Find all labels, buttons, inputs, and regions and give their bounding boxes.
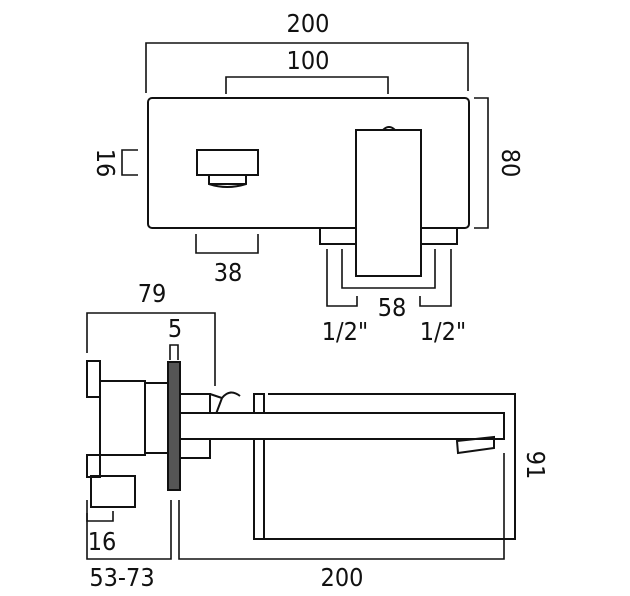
dim-spout-projection: 200	[321, 563, 364, 592]
dim-inlet-right: 1/2"	[420, 317, 467, 346]
dim-spout-centres: 100	[287, 46, 330, 75]
dim-handle-offset: 16	[91, 149, 120, 178]
dim-line-handle-depth	[86, 511, 114, 522]
dim-plate-thickness: 5	[168, 314, 182, 343]
dim-line-body-depth	[86, 312, 216, 386]
spout-arm	[179, 412, 505, 440]
dim-line-wall-depth	[86, 500, 172, 560]
wall-plate	[167, 361, 181, 491]
spout-front	[355, 129, 422, 277]
spout-lever	[209, 391, 241, 415]
dim-line-overall-width	[145, 42, 469, 93]
front-view: 200 100 80 16 38 58 1/2" 1/2"	[91, 9, 525, 346]
dim-line-inlet-left	[326, 249, 358, 307]
handle-nut	[208, 175, 247, 188]
dim-inlet-centres: 58	[378, 293, 407, 322]
dim-body-depth: 79	[138, 279, 167, 308]
valve-flange-bottom	[86, 454, 101, 478]
dim-line-plate-thickness	[169, 344, 179, 360]
spout-profile-frame	[264, 393, 516, 540]
handle-body	[196, 149, 259, 176]
side-view: 79 5 16 53-73 200 91	[86, 279, 550, 592]
valve-sleeve	[144, 382, 169, 454]
dim-line-height	[474, 97, 489, 229]
dim-line-handle-width	[195, 234, 259, 254]
aerator	[455, 435, 495, 455]
dim-line-spout-projection	[178, 453, 505, 560]
valve-body	[99, 380, 146, 456]
dim-spout-height: 91	[521, 451, 550, 480]
spout-rear-strip	[253, 393, 265, 540]
dim-handle-depth: 16	[88, 527, 117, 556]
dim-height: 80	[496, 149, 525, 178]
dim-line-inlet-right	[419, 249, 452, 307]
dim-handle-width: 38	[214, 258, 243, 287]
dim-line-handle-offset	[121, 149, 138, 176]
dim-wall-depth: 53-73	[89, 563, 154, 592]
handle-cartridge	[90, 475, 136, 508]
valve-flange-top	[86, 360, 101, 398]
dim-inlet-left: 1/2"	[322, 317, 369, 346]
dim-line-spout-centres	[225, 76, 389, 94]
dim-overall-width: 200	[287, 9, 330, 38]
wall-plate-outline	[147, 97, 470, 229]
dim-line-inlet-centres	[341, 249, 436, 289]
spout-knob	[382, 126, 396, 131]
